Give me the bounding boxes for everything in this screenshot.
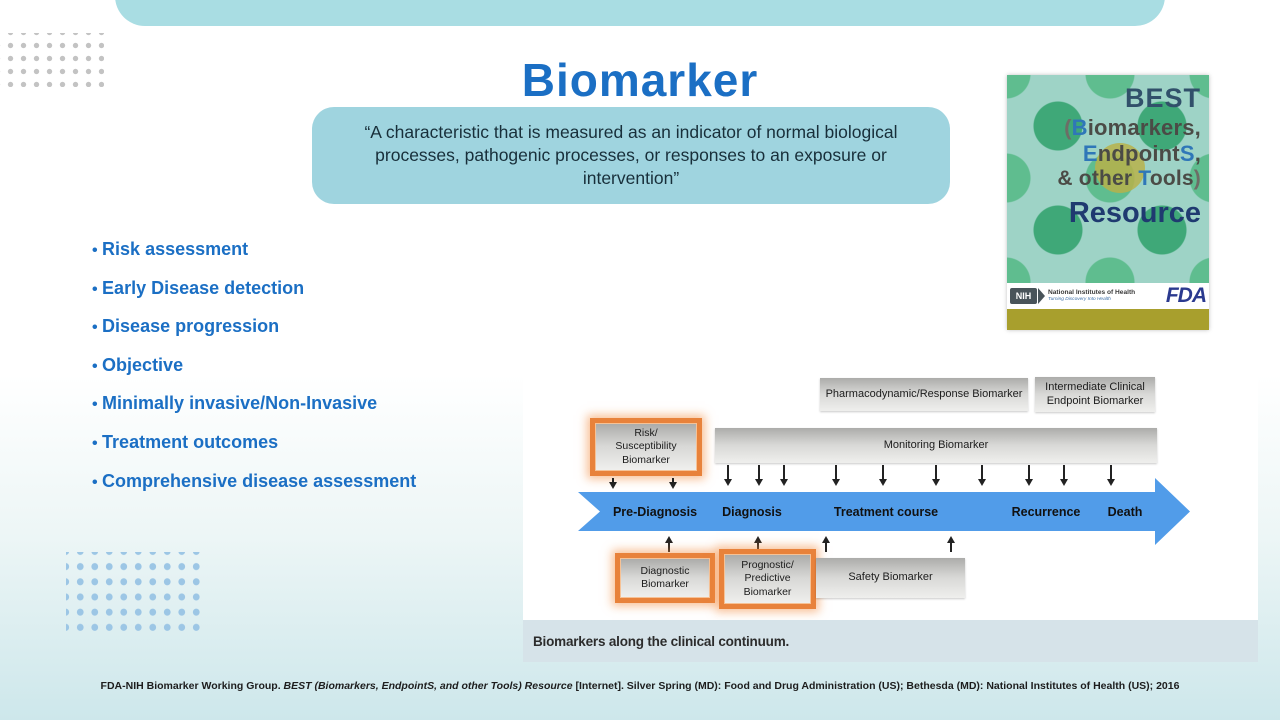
definition-quote-text: “A characteristic that is measured as an…: [364, 121, 898, 189]
down-arrow: [932, 465, 940, 486]
logo-letter-t: T: [1138, 166, 1150, 190]
logo-olive-circle: [1095, 143, 1145, 193]
down-arrow: [1107, 465, 1115, 486]
fda-logo: FDA: [1165, 284, 1207, 307]
list-item: Minimally invasive/Non-Invasive: [92, 386, 522, 425]
down-arrow: [724, 465, 732, 486]
best-resource-logo: BEST (Biomarkers, EndpointS, & other Too…: [1007, 75, 1209, 330]
up-arrow: [665, 536, 673, 552]
dots-pattern-top-left: [0, 33, 104, 87]
down-arrow: [609, 478, 617, 489]
figure-caption-text: Biomarkers along the clinical continuum.: [533, 633, 790, 649]
list-item: Comprehensive disease assessment: [92, 464, 522, 503]
timeline-stage-label: Treatment course: [833, 505, 939, 519]
logo-close-paren: ): [1193, 166, 1201, 190]
figure-caption-bar: Biomarkers along the clinical continuum.: [523, 620, 1258, 662]
logo-best-word: BEST: [1124, 83, 1201, 113]
down-arrow: [978, 465, 986, 486]
timeline-stage-label: Recurrence: [1011, 505, 1081, 519]
logo-comma: ,: [1194, 140, 1201, 166]
logo-letter-s: S: [1179, 140, 1195, 166]
logo-biomarkers-rest: iomarkers,: [1087, 114, 1201, 140]
definition-quote-box: “A characteristic that is measured as an…: [312, 107, 950, 204]
nih-logo: NIH: [1010, 288, 1037, 304]
clinical-continuum-diagram: Pharmacodynamic/Response Biomarker Inter…: [523, 365, 1258, 620]
list-item: Early Disease detection: [92, 271, 522, 310]
logo-line-endpoints: EndpointS,: [1007, 141, 1201, 167]
intermediate-endpoint-biomarker-box: Intermediate Clinical Endpoint Biomarker: [1035, 377, 1155, 412]
list-item: Risk assessment: [92, 232, 522, 271]
logo-tools-rest: ools: [1149, 166, 1194, 190]
citation: FDA-NIH Biomarker Working Group. BEST (B…: [0, 680, 1280, 692]
nih-wordmark: National Institutes of Health Turning Di…: [1048, 289, 1166, 302]
diagnostic-biomarker-highlight: Diagnostic Biomarker: [615, 553, 715, 603]
logo-resource-word: Resource: [1068, 196, 1201, 229]
timeline-stage-label: Pre-Diagnosis: [612, 505, 698, 519]
dots-pattern-bottom-left: [66, 552, 200, 632]
risk-biomarker-highlight: Risk/ Susceptibility Biomarker: [590, 418, 702, 476]
list-item: Treatment outcomes: [92, 425, 522, 464]
logo-agency-strip: NIH National Institutes of Health Turnin…: [1007, 283, 1209, 309]
bullet-list: Risk assessment Early Disease detection …: [92, 232, 522, 502]
prognostic-biomarker-highlight: Prognostic/ Predictive Biomarker: [719, 549, 816, 609]
logo-text-block: BEST (Biomarkers, EndpointS, & other Too…: [1007, 75, 1209, 283]
risk-biomarker-box: Risk/ Susceptibility Biomarker: [595, 423, 697, 471]
timeline-stage-label: Diagnosis: [722, 505, 782, 519]
up-arrow: [822, 536, 830, 552]
down-arrow: [832, 465, 840, 486]
logo-endpoint-mid: ndpoint: [1097, 140, 1180, 166]
list-item: Disease progression: [92, 309, 522, 348]
pharmacodynamic-biomarker-box: Pharmacodynamic/Response Biomarker: [820, 378, 1028, 411]
logo-letter-b: B: [1071, 114, 1088, 140]
down-arrow: [755, 465, 763, 486]
citation-suffix: [Internet]. Silver Spring (MD): Food and…: [572, 680, 1180, 692]
down-arrow: [669, 478, 677, 489]
down-arrow: [780, 465, 788, 486]
timeline-stage-label: Death: [1107, 505, 1143, 519]
down-arrow: [1025, 465, 1033, 486]
logo-line-tools: & other Tools): [1007, 167, 1201, 192]
logo-other-text: & other: [1057, 166, 1139, 190]
down-arrow: [1060, 465, 1068, 486]
nih-name: National Institutes of Health: [1048, 289, 1136, 297]
logo-olive-bar: [1007, 309, 1209, 330]
page-title: Biomarker: [521, 54, 759, 106]
logo-open-paren: (: [1064, 114, 1072, 140]
logo-circles-background: [1007, 75, 1209, 283]
monitoring-biomarker-box: Monitoring Biomarker: [715, 428, 1157, 463]
list-item: Objective: [92, 348, 522, 387]
prognostic-biomarker-box: Prognostic/ Predictive Biomarker: [724, 554, 811, 604]
up-arrow: [754, 536, 762, 552]
up-arrow: [947, 536, 955, 552]
safety-biomarker-box: Safety Biomarker: [816, 558, 965, 598]
diagnostic-biomarker-box: Diagnostic Biomarker: [620, 558, 710, 598]
citation-prefix: FDA-NIH Biomarker Working Group.: [100, 680, 284, 692]
nih-tagline: Turning Discovery Into Health: [1048, 296, 1111, 302]
logo-letter-e: E: [1082, 140, 1098, 166]
down-arrow: [879, 465, 887, 486]
citation-source-title: BEST (Biomarkers, EndpointS, and other T…: [283, 680, 573, 692]
nih-chevron-icon: [1038, 288, 1045, 304]
header-accent-shape: [115, 0, 1165, 26]
logo-line-biomarkers: (Biomarkers,: [1007, 115, 1201, 141]
